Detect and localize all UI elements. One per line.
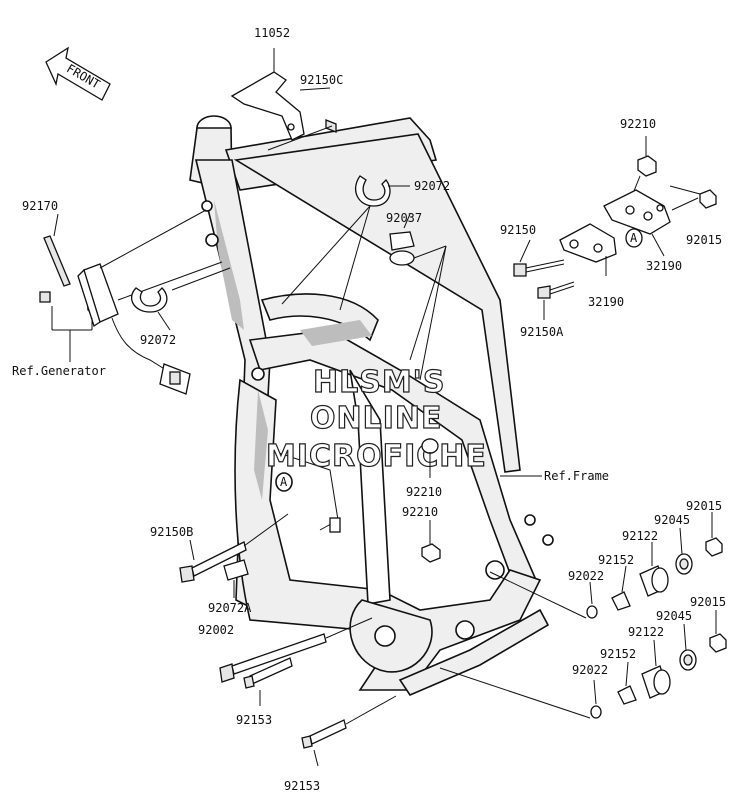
bracket-callout-a: A: [630, 231, 638, 245]
part-32190-a-label: 32190: [646, 259, 682, 273]
part-92022-a-label: 92022: [568, 569, 604, 583]
clamp-92072-left: [131, 267, 231, 331]
part-92045-b-label: 92045: [656, 609, 692, 623]
bearing-group-lower: [439, 610, 727, 719]
part-92170-label: 92170: [22, 199, 58, 213]
ref-frame-label: Ref.Frame: [544, 469, 609, 483]
part-92015-r1-label: 92015: [686, 499, 722, 513]
part-92122-b-label: 92122: [628, 625, 664, 639]
part-11052-label: 11052: [254, 26, 290, 40]
part-92002-label: 92002: [198, 623, 234, 637]
clip-92072A: [223, 559, 249, 598]
bolt-92150B: [179, 513, 289, 583]
watermark-line-3: MICROFICHE: [266, 439, 487, 474]
part-92152-b-label: 92152: [600, 647, 636, 661]
watermark-line-1: HLSM'S: [313, 365, 445, 400]
nut-92210-middle: [421, 438, 441, 563]
part-92015-r2-label: 92015: [690, 595, 726, 609]
bracket-32190-group: A: [513, 136, 717, 320]
part-92152-a-label: 92152: [598, 553, 634, 567]
clip-92037: [389, 213, 447, 381]
clamp-92072-top: [281, 175, 410, 311]
front-direction-arrow: FRONT: [45, 46, 111, 101]
watermark: HLSM'S ONLINE MICROFICHE: [265, 364, 487, 474]
bolt-92002: [219, 617, 373, 683]
part-92045-a-label: 92045: [654, 513, 690, 527]
ref-generator-label: Ref.Generator: [12, 364, 106, 378]
part-92150-label: 92150: [500, 223, 536, 237]
frame-callout-a: A: [280, 475, 288, 489]
part-92150A-label: 92150A: [520, 325, 564, 339]
part-92210-top-label: 92210: [620, 117, 656, 131]
bearing-group-upper: [489, 512, 723, 619]
part-92072A-label: 92072A: [208, 601, 252, 615]
part-92153-b-label: 92153: [284, 779, 320, 793]
bolt-92153-b: [301, 695, 397, 767]
part-92150B-label: 92150B: [150, 525, 193, 539]
bracket-11052: [230, 48, 337, 151]
part-92150C-label: 92150C: [300, 73, 343, 87]
regulator-92170: [39, 209, 223, 395]
part-32190-b-label: 32190: [588, 295, 624, 309]
part-92037-label: 92037: [386, 211, 422, 225]
part-92072-top-label: 92072: [414, 179, 450, 193]
part-92153-a-label: 92153: [236, 713, 272, 727]
part-92072-left-label: 92072: [140, 333, 176, 347]
part-92022-b-label: 92022: [572, 663, 608, 677]
part-92122-a-label: 92122: [622, 529, 658, 543]
watermark-line-2: ONLINE: [310, 401, 443, 436]
part-92210-low-label: 92210: [402, 505, 438, 519]
bolt-92153-a: [243, 657, 293, 706]
part-92015-top-label: 92015: [686, 233, 722, 247]
motorcycle-frame: A: [189, 115, 554, 696]
part-92210-mid-label: 92210: [406, 485, 442, 499]
